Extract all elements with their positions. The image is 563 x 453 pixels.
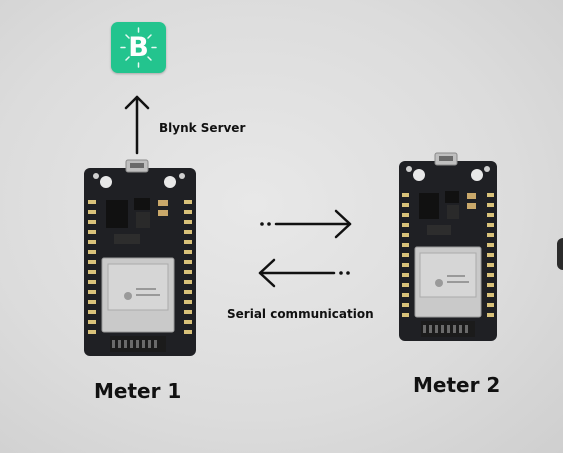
right-arrow-dots [260, 222, 271, 226]
serial-communication-label: Serial communication [227, 307, 374, 321]
meter-2-label: Meter 2 [413, 373, 501, 397]
left-arrow-dots [339, 271, 350, 275]
blynk-server-label: Blynk Server [159, 121, 246, 135]
left-arrow-icon [258, 258, 336, 288]
esp32-board-1 [84, 159, 196, 356]
right-arrow-icon [274, 209, 352, 239]
esp32-board-2 [399, 152, 497, 341]
meter-1-label: Meter 1 [94, 379, 182, 403]
edge-object [557, 238, 563, 270]
blynk-letter: B [128, 32, 149, 63]
blynk-logo-icon: B [111, 22, 166, 73]
up-arrow-icon [124, 95, 150, 155]
blynk-rays-icon [120, 27, 157, 68]
